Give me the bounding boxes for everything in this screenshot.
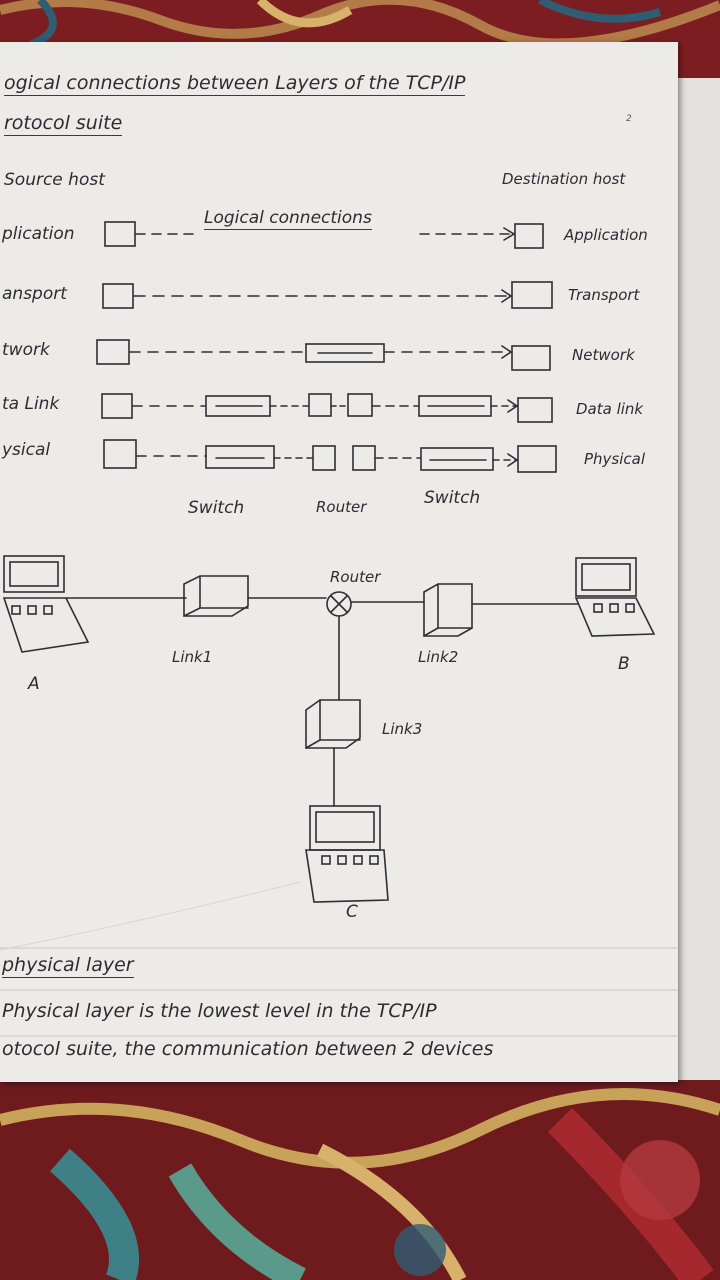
src-transport-box [103,284,133,308]
notebook-page: ogical connections between Layers of the… [0,42,678,1082]
page-title-line2: rotocol suite [4,112,122,136]
link1-label: Link1 [172,648,212,666]
left-layer-network: twork [2,340,50,360]
source-host-label: Source host [4,170,105,190]
right-layer-application: Application [564,226,648,244]
link2-label: Link2 [418,648,458,666]
right-layer-network: Network [572,346,635,364]
router-datalink-box-a [309,394,331,416]
page-title-line1: ogical connections between Layers of the… [4,72,465,96]
left-layer-transport: ansport [2,284,67,304]
dst-datalink-box [518,398,552,422]
body-line-2: otocol suite, the communication between … [2,1038,493,1060]
section-heading: physical layer [2,954,134,978]
router-label-network: Router [330,568,380,586]
switch2-physical-box [421,448,493,470]
router-datalink-box-b [348,394,372,416]
src-application-box [105,222,135,246]
link3-label: Link3 [382,720,422,738]
destination-host-label: Destination host [502,170,625,188]
switch1-physical-box [206,446,274,468]
host-b-label: B [618,654,630,674]
left-layer-physical: ysical [2,440,50,460]
right-layer-transport: Transport [568,286,639,304]
src-network-box [97,340,129,364]
page-mark: 2 [626,114,632,124]
left-layer-application: plication [2,224,75,244]
host-c-label: C [346,902,358,922]
dst-network-box [512,346,550,370]
body-line-1: Physical layer is the lowest level in th… [2,1000,437,1022]
left-layer-datalink: ta Link [2,394,59,414]
src-physical-box [104,440,136,468]
router-label-stack: Router [316,498,366,516]
dst-physical-box [518,446,556,472]
adjacent-page [676,78,720,1080]
src-datalink-box [102,394,132,418]
host-c-base [306,850,388,902]
dst-application-box [515,224,543,248]
tcp-ip-diagram [0,42,678,1082]
logical-connections-label: Logical connections [204,208,372,230]
link1-switch-icon [184,576,248,616]
router-physical-box-b [353,446,375,470]
right-layer-datalink: Data link [576,400,643,418]
right-layer-physical: Physical [584,450,645,468]
host-a-label: A [28,674,40,694]
switch-label-1: Switch [188,498,244,518]
switch-label-2: Switch [424,488,480,508]
router-physical-box-a [313,446,335,470]
dst-transport-box [512,282,552,308]
